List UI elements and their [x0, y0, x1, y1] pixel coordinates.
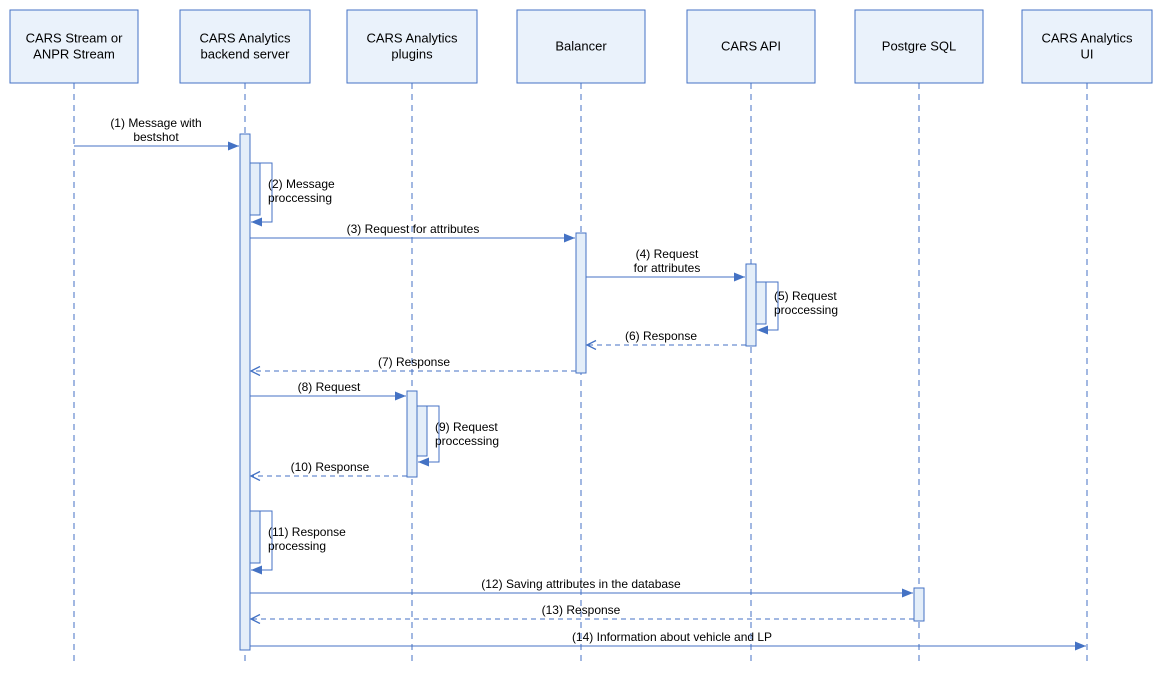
message-2-self-arrow	[251, 162, 273, 227]
actor-label-ui: CARS Analytics	[1041, 31, 1133, 46]
message-1-label: bestshot	[133, 130, 179, 144]
message-12-label: (12) Saving attributes in the database	[481, 577, 681, 591]
actor-box-postgre-sql	[854, 9, 984, 84]
actor-label-ui: UI	[1081, 47, 1094, 62]
actor-label-cars-stream: CARS Stream or	[26, 31, 123, 46]
activation-bar-cars-api	[745, 263, 757, 347]
actor-box-ui	[1021, 9, 1153, 84]
message-10-label: (10) Response	[291, 460, 370, 474]
message-5-label: proccessing	[774, 303, 838, 317]
message-11-self-arrow	[251, 510, 273, 575]
message-9-nested-activation	[416, 405, 428, 457]
message-9-self-arrow	[418, 405, 440, 467]
message-2-nested-activation	[249, 162, 261, 216]
message-5-nested-activation	[755, 281, 767, 325]
actor-label-plugins: plugins	[391, 47, 433, 62]
message-4-label: for attributes	[634, 261, 701, 275]
actor-box-plugins	[346, 9, 478, 84]
message-9-label: proccessing	[435, 434, 499, 448]
actor-label-cars-api: CARS API	[721, 39, 781, 54]
message-5-self-arrow	[757, 281, 779, 335]
message-2-label: (2) Message	[268, 177, 335, 191]
message-11-nested-activation	[249, 510, 261, 564]
actor-box-cars-stream	[9, 9, 139, 84]
message-11-label: processing	[268, 539, 326, 553]
activation-bar-backend	[239, 133, 251, 651]
message-7-label: (7) Response	[378, 355, 450, 369]
message-5-label: (5) Request	[774, 289, 837, 303]
message-14-label: (14) Information about vehicle and LP	[572, 630, 772, 644]
message-9-label: (9) Request	[435, 420, 498, 434]
message-2-label: proccessing	[268, 191, 332, 205]
actor-label-plugins: CARS Analytics	[366, 31, 458, 46]
actor-box-cars-api	[686, 9, 816, 84]
activation-bar-plugins	[406, 390, 418, 478]
actor-label-backend: CARS Analytics	[199, 31, 291, 46]
actor-box-backend	[179, 9, 311, 84]
activation-bar-balancer	[575, 232, 587, 374]
message-4-label: (4) Request	[636, 247, 699, 261]
actor-label-postgre-sql: Postgre SQL	[882, 39, 956, 54]
message-1-label: (1) Message with	[110, 116, 201, 130]
actor-label-balancer: Balancer	[555, 39, 607, 54]
message-3-label: (3) Request for attributes	[347, 222, 480, 236]
message-8-label: (8) Request	[298, 380, 361, 394]
actor-label-backend: backend server	[201, 47, 291, 62]
actor-label-cars-stream: ANPR Stream	[33, 47, 115, 62]
message-13-label: (13) Response	[542, 603, 621, 617]
activation-bar-postgre-sql	[913, 587, 925, 622]
message-11-label: (11) Response	[268, 525, 346, 539]
message-6-label: (6) Response	[625, 329, 697, 343]
actor-box-balancer	[516, 9, 646, 84]
